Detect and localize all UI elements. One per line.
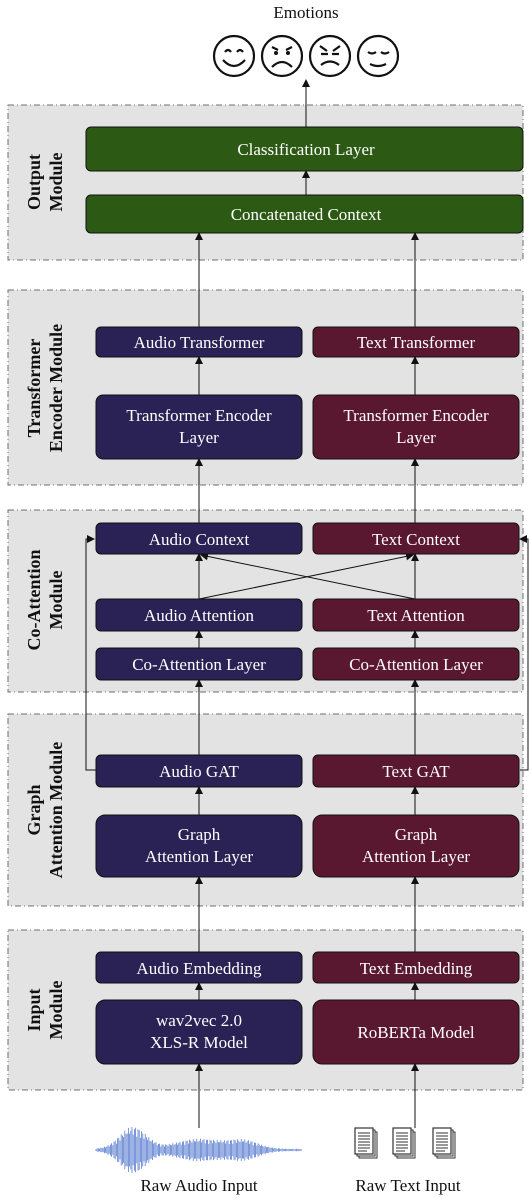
text-coattention-layer-label: Co-Attention Layer	[349, 655, 483, 674]
classification-layer-box	[85, 126, 524, 172]
emotions-title: Emotions	[273, 3, 338, 22]
audio-attention-label: Audio Attention	[144, 606, 255, 625]
roberta-model-label: RoBERTa Model	[357, 1023, 475, 1042]
text-graph-attention-layer-box	[312, 814, 520, 878]
angry-face-icon	[308, 34, 352, 78]
roberta-model-box	[312, 999, 520, 1065]
text-coattention-layer-box	[312, 647, 520, 681]
raw-audio-input-label: Raw Audio Input	[140, 1176, 257, 1195]
text-embedding-label: Text Embedding	[360, 959, 473, 978]
waveform-path	[95, 1127, 302, 1173]
sad-face-icon	[260, 34, 304, 78]
audio-attention-box	[95, 598, 303, 632]
happy-face-icon	[212, 34, 256, 78]
text-embedding-box	[312, 951, 520, 984]
audio-embedding-label: Audio Embedding	[136, 959, 262, 978]
audio-embedding-box	[95, 951, 303, 984]
text-transformer-box	[312, 326, 520, 358]
text-attention-label: Text Attention	[367, 606, 465, 625]
connector-arrows	[85, 79, 529, 1128]
text-context-label: Text Context	[372, 530, 460, 549]
concatenated-context-box	[85, 194, 524, 234]
concatenated-context-label: Concatenated Context	[231, 205, 382, 224]
text-context-box	[312, 522, 520, 555]
audio-encoder-layer-box	[95, 394, 303, 460]
audio-waveform-icon	[95, 1127, 302, 1173]
wav2vec-model-box	[95, 999, 303, 1065]
text-transformer-label: Text Transformer	[357, 333, 476, 352]
audio-transformer-label: Audio Transformer	[134, 333, 265, 352]
audio-gat-label: Audio GAT	[159, 762, 239, 781]
raw-text-input-label: Raw Text Input	[355, 1176, 460, 1195]
audio-gat-box	[95, 754, 303, 788]
audio-transformer-box	[95, 326, 303, 358]
neutral-face-icon	[356, 34, 400, 78]
text-attention-box	[312, 598, 520, 632]
text-gat-label: Text GAT	[382, 762, 450, 781]
audio-context-label: Audio Context	[149, 530, 250, 549]
audio-coattention-layer-box	[95, 647, 303, 681]
audio-context-box	[95, 522, 303, 555]
audio-graph-attention-layer-box	[95, 814, 303, 878]
document-icon	[354, 1127, 456, 1159]
audio-coattention-layer-label: Co-Attention Layer	[132, 655, 266, 674]
text-encoder-layer-box	[312, 394, 520, 460]
classification-layer-label: Classification Layer	[237, 140, 375, 159]
text-gat-box	[312, 754, 520, 788]
